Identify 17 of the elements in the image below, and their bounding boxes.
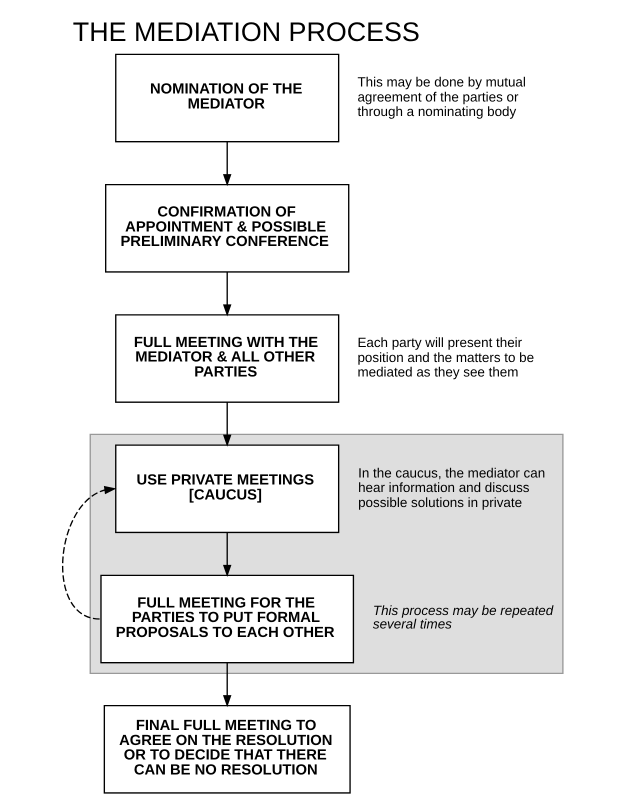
arrow	[222, 402, 232, 447]
node-label: In the caucus, the mediator can hear information and discuss possible solutions in private	[358, 465, 546, 510]
diagram-title: THE MEDIATION PROCESS	[72, 16, 420, 47]
arrow	[222, 532, 232, 577]
node-box: USE PRIVATE MEETINGS [CAUCUS]	[115, 444, 340, 534]
arrow	[222, 272, 232, 316]
node-box: CONFIRMATION OF APPOINTMENT & POSSIBLE PRELIMINARY CONFERENCE	[105, 184, 350, 273]
node-box: FULL MEETING WITH THE MEDIATOR & ALL OTHER PARTIES	[115, 314, 340, 403]
arrow	[222, 662, 232, 708]
node-label: This may be done by mutual agreement of the parties or through a nominating body	[357, 74, 526, 120]
arrow	[222, 142, 232, 186]
node-label: This process may be repeated several times	[372, 602, 554, 632]
node-box: FINAL FULL MEETING TO AGREE ON THE RESOLUTION OR TO DECIDE THAT THERE CAN BE NO RESOLUTION	[104, 704, 351, 794]
node-box: FULL MEETING FOR THE PARTIES TO PUT FORMAL PROPOSALS TO EACH OTHER	[100, 574, 354, 664]
node-label: Each party will present their position and the matters to be mediated as they see them	[357, 335, 534, 380]
arrow	[62, 486, 116, 620]
node-box: NOMINATION OF THE MEDIATOR	[115, 54, 340, 142]
